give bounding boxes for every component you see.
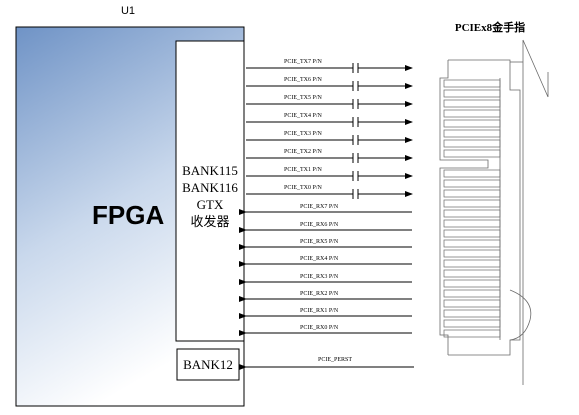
pcie-connector-outline xyxy=(439,39,549,385)
tx-signal: PCIE_TX4 P/N xyxy=(246,113,413,127)
tx-signal: PCIE_TX2 P/N xyxy=(246,149,413,163)
tx-signal: PCIE_TX0 P/N xyxy=(246,185,413,199)
gold-finger-pad xyxy=(443,219,501,228)
connector-title: PCIEx8金手指 xyxy=(455,20,525,34)
rx-signal: PCIE_RX3 P/N xyxy=(239,274,412,285)
rx-signal-group: PCIE_RX7 P/N PCIE_RX6 P/N PCIE_RX5 P/N PCIE… xyxy=(239,204,412,336)
gold-finger-pad xyxy=(443,149,501,158)
gold-finger-pad xyxy=(443,139,501,148)
gold-finger-pad xyxy=(443,119,501,128)
tx-signal-label: PCIE_TX5 P/N xyxy=(284,95,323,101)
gold-finger-pad xyxy=(443,289,501,298)
io-bank-block xyxy=(176,348,240,381)
gold-finger-pad xyxy=(443,79,501,88)
tx-signal: PCIE_TX6 P/N xyxy=(246,77,413,91)
rx-signal-label: PCIE_RX6 P/N xyxy=(300,222,339,228)
rx-signal: PCIE_RX1 P/N xyxy=(239,308,412,319)
gold-finger-pad xyxy=(443,209,501,218)
rx-signal: PCIE_RX0 P/N xyxy=(239,325,412,336)
gold-finger-pad xyxy=(443,169,501,178)
gtx-bank-line: BANK116 xyxy=(182,180,238,195)
rx-signal: PCIE_RX6 P/N xyxy=(239,222,412,233)
tx-signal-label: PCIE_TX6 P/N xyxy=(284,77,323,83)
tx-signal-label: PCIE_TX4 P/N xyxy=(284,113,323,119)
gold-finger-pads xyxy=(443,79,501,338)
gold-finger-pad xyxy=(443,229,501,238)
rx-signal-label: PCIE_RX1 P/N xyxy=(300,308,339,314)
rx-signal: PCIE_RX7 P/N xyxy=(239,204,412,215)
io-bank-label: BANK12 xyxy=(183,357,233,372)
tx-signal: PCIE_TX5 P/N xyxy=(246,95,413,109)
rx-signal-label: PCIE_RX5 P/N xyxy=(300,239,339,245)
rx-signal-label: PCIE_RX3 P/N xyxy=(300,274,339,280)
rx-signal-label: PCIE_RX2 P/N xyxy=(300,291,339,297)
gold-finger-pad xyxy=(443,179,501,188)
gtx-bank-line: 收发器 xyxy=(190,214,229,229)
rx-signal-label: PCIE_RX0 P/N xyxy=(300,325,339,331)
tx-signal-label: PCIE_TX7 P/N xyxy=(284,59,323,65)
tx-signal-label: PCIE_TX3 P/N xyxy=(284,131,323,137)
rx-signal: PCIE_RX4 P/N xyxy=(239,256,412,267)
rx-signal-label: PCIE_RX7 P/N xyxy=(300,204,339,210)
tx-signal-label: PCIE_TX1 P/N xyxy=(284,167,323,173)
gtx-bank-block xyxy=(175,40,245,342)
chip-designator: U1 xyxy=(121,5,135,17)
gtx-bank-label: BANK115 BANK116 GTX 收发器 xyxy=(182,163,238,229)
gold-finger-pad xyxy=(443,329,501,338)
gold-finger-pad xyxy=(443,319,501,328)
gold-finger-pad xyxy=(443,299,501,308)
reset-signal-label: PCIE_PERST xyxy=(318,357,352,363)
gold-finger-pad xyxy=(443,249,501,258)
tx-signal-label: PCIE_TX2 P/N xyxy=(284,149,323,155)
tx-signal: PCIE_TX1 P/N xyxy=(246,167,413,181)
gold-finger-pad xyxy=(443,279,501,288)
rx-signal: PCIE_RX2 P/N xyxy=(239,291,412,302)
rx-signal: PCIE_RX5 P/N xyxy=(239,239,412,250)
fpga-label: FPGA xyxy=(92,200,164,230)
tx-signal: PCIE_TX3 P/N xyxy=(246,131,413,145)
gold-finger-pad xyxy=(443,99,501,108)
gold-finger-pad xyxy=(443,109,501,118)
gold-finger-pad xyxy=(443,199,501,208)
rx-signal-label: PCIE_RX4 P/N xyxy=(300,256,339,262)
gold-finger-pad xyxy=(443,239,501,248)
gold-finger-pad xyxy=(443,189,501,198)
gold-finger-pad xyxy=(443,269,501,278)
gold-finger-pad xyxy=(443,129,501,138)
tx-signal-group: PCIE_TX7 P/N PCIE_TX6 P/N PCIE_TX5 P/N PCIE… xyxy=(246,59,413,199)
gold-finger-pad xyxy=(443,309,501,318)
gtx-bank-line: BANK115 xyxy=(182,163,238,178)
gold-finger-pad xyxy=(443,259,501,268)
reset-signal: PCIE_PERST xyxy=(239,357,414,370)
gold-finger-pad xyxy=(443,89,501,98)
tx-signal-label: PCIE_TX0 P/N xyxy=(284,185,323,191)
gtx-bank-line: GTX xyxy=(197,197,224,212)
tx-signal: PCIE_TX7 P/N xyxy=(246,59,413,73)
